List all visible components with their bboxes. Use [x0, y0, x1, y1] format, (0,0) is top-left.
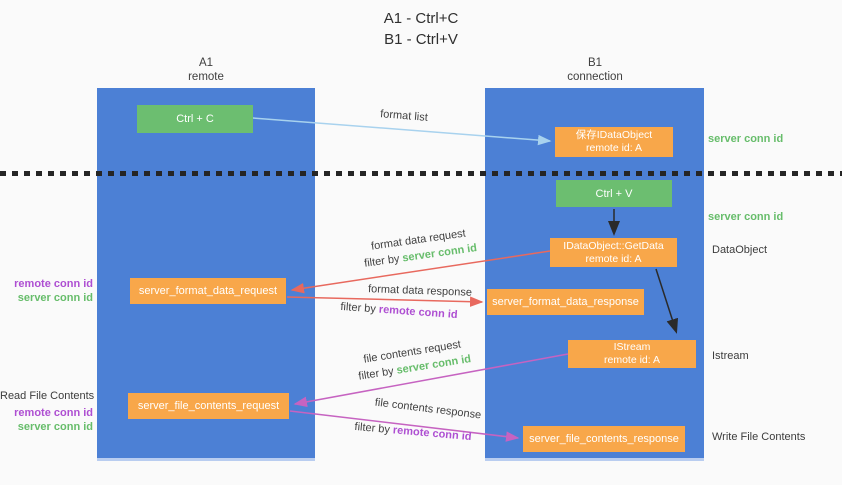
- arrow-label-format-data-response: format data response: [367, 283, 473, 299]
- lifeline-header-b1: B1 connection: [535, 57, 655, 84]
- node-istream-line2: remote id: A: [603, 354, 661, 366]
- title-line-1: A1 - Ctrl+C: [383, 10, 459, 27]
- filter-by-text: filter by: [363, 252, 401, 270]
- left-server-conn-id-2: server conn id: [17, 421, 93, 433]
- node-server-format-data-response: server_format_data_response: [487, 289, 644, 315]
- lifeline-b1-subtitle: connection: [567, 70, 623, 83]
- node-save-idataobject-line2: remote id: A: [585, 142, 643, 154]
- node-ctrl-c-label: Ctrl + C: [176, 113, 214, 125]
- lifeline-a1-title: A1: [198, 57, 214, 69]
- node-ctrl-c: Ctrl + C: [137, 105, 253, 133]
- right-label-dataobject: DataObject: [712, 244, 768, 256]
- right-label-server-conn-id-2: server conn id: [708, 211, 784, 223]
- arrow-label-format-data-response-filter: filter by remote conn id: [334, 298, 465, 323]
- filter-by-text: filter by: [357, 365, 395, 383]
- filter-by-text: filter by: [340, 300, 377, 316]
- lifeline-header-a1: A1 remote: [146, 57, 266, 84]
- right-label-server-conn-id-1: server conn id: [708, 133, 784, 145]
- arrow-label-format-list: format list: [379, 108, 429, 124]
- left-remote-conn-id-1: remote conn id: [14, 278, 93, 290]
- arrow-label-file-contents-response-filter: filter by remote conn id: [348, 418, 479, 445]
- node-server-file-contents-response: server_file_contents_response: [523, 426, 685, 452]
- node-idataobject-getdata-line2: remote id: A: [585, 252, 642, 265]
- node-save-idataobject: 保存IDataObject remote id: A: [555, 127, 673, 157]
- right-label-write-file-contents: Write File Contents: [712, 431, 806, 443]
- arrow-label-file-contents-request: file contents request filter by server c…: [344, 334, 482, 387]
- node-idataobject-getdata-line1: IDataObject::GetData: [563, 239, 664, 252]
- node-ctrl-v-label: Ctrl + V: [595, 187, 633, 200]
- remote-conn-id-key: remote conn id: [392, 424, 472, 444]
- remote-conn-id-key: remote conn id: [378, 303, 458, 322]
- arrow-label-format-data-request: format data request filter by server con…: [350, 223, 488, 273]
- left-label-read-file-contents: Read File Contents: [0, 390, 95, 402]
- left-label-conn-ids-1: remote conn id server conn id: [0, 277, 93, 305]
- node-istream: IStream remote id: A: [568, 340, 696, 368]
- node-save-idataobject-line1: 保存IDataObject: [575, 129, 653, 141]
- node-server-format-data-request: server_format_data_request: [130, 278, 286, 304]
- node-server-format-data-request-label: server_format_data_request: [138, 285, 278, 297]
- title-line-2: B1 - Ctrl+V: [384, 31, 458, 48]
- diagram-title: A1 - Ctrl+C B1 - Ctrl+V: [0, 8, 842, 50]
- node-server-file-contents-request: server_file_contents_request: [128, 393, 289, 419]
- node-server-file-contents-response-label: server_file_contents_response: [529, 433, 679, 445]
- left-server-conn-id-1: server conn id: [17, 292, 93, 304]
- left-remote-conn-id-2: remote conn id: [14, 407, 93, 419]
- node-server-file-contents-request-label: server_file_contents_request: [137, 400, 280, 412]
- filter-by-text: filter by: [354, 420, 391, 436]
- right-label-istream: Istream: [712, 350, 749, 362]
- node-server-format-data-response-label: server_format_data_response: [492, 296, 639, 308]
- machine-boundary-dotted-line: [0, 171, 842, 176]
- node-istream-line1: IStream: [613, 341, 651, 353]
- left-label-conn-ids-2: remote conn id server conn id: [0, 406, 93, 434]
- arrow-label-file-contents-response: file contents response: [374, 396, 482, 422]
- node-idataobject-getdata: IDataObject::GetData remote id: A: [550, 238, 677, 267]
- lifeline-a1-subtitle: remote: [188, 70, 224, 83]
- lifeline-b1-title: B1: [587, 57, 603, 69]
- node-ctrl-v: Ctrl + V: [556, 180, 672, 207]
